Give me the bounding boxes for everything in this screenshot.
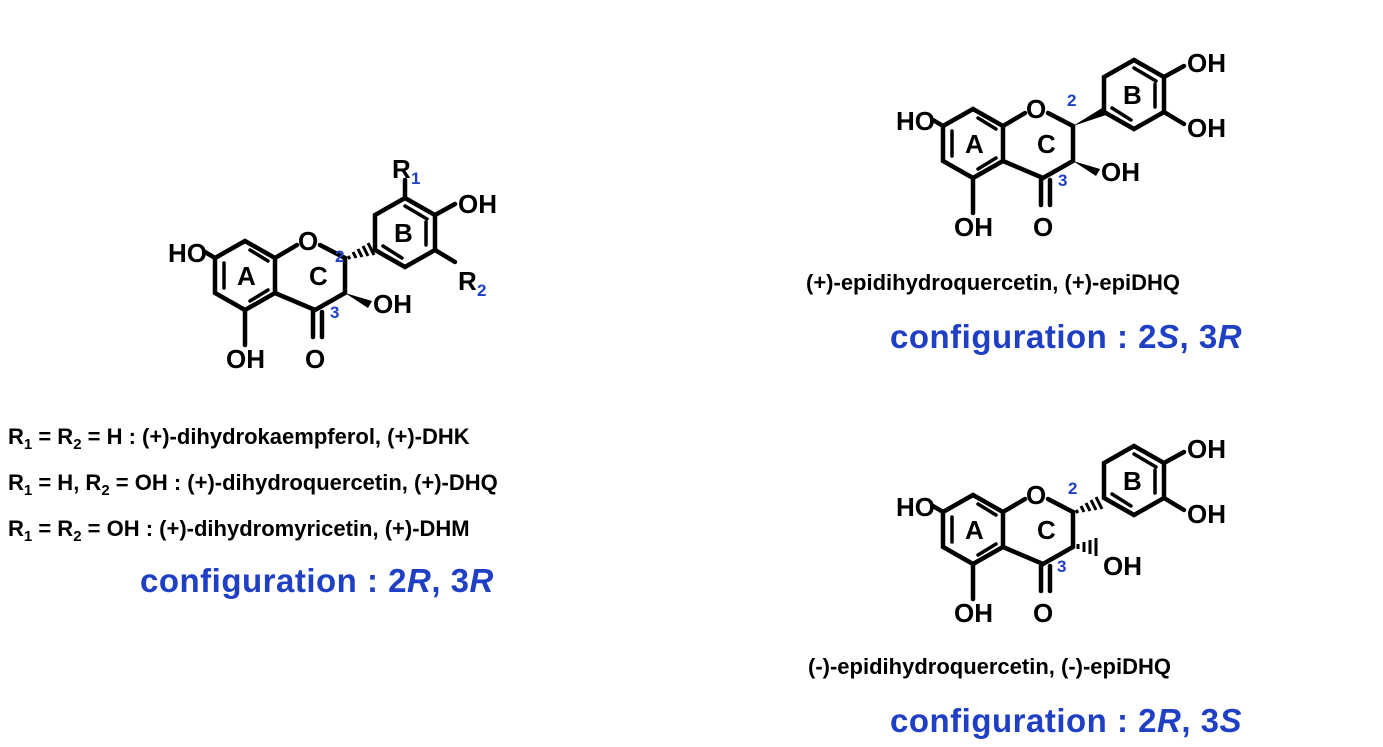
left-r1-subscript: 1 [411,169,420,188]
left-r2-label: R [458,266,477,296]
tr-substituents [930,117,1053,216]
br-c2-hashed-bond [1074,496,1104,514]
left-ring-b [372,177,458,270]
left-c2-hashed-bond [346,242,376,260]
br-ring-c [1000,496,1076,567]
tr-c3-wedge-bond [1073,161,1100,176]
br-oh-3-label: OH [1103,551,1142,581]
left-ring-c-label: C [309,261,328,291]
top-right-compound-name: (+)-epidihydroquercetin, (+)-epiDHQ [806,270,1181,295]
br-ring-a-label: A [965,515,984,545]
left-substituents [202,249,325,348]
br-ring-o-label: O [1026,480,1046,510]
tr-oh-5-label: OH [954,212,993,242]
definition-line-dhq: R1 = H, R2 = OH : (+)-dihydroquercetin, … [8,470,498,499]
br-c3-number: 3 [1057,557,1066,576]
left-r1-label: R [392,154,411,184]
left-c3-number: 3 [330,303,339,322]
left-oh-4p-label: OH [458,189,497,219]
left-ring-a-label: A [237,261,256,291]
bottom-right-molecule: HO O OH O OH OH OH A C B 2 3 [896,434,1226,628]
left-ring-b-label: B [394,218,413,248]
br-c2-number: 2 [1068,479,1077,498]
left-configuration: configuration : 2R, 3R [140,562,494,599]
tr-ho-label: HO [896,106,935,136]
left-ring-o-label: O [298,226,318,256]
left-oh-5-label: OH [226,344,265,374]
left-ring-c [272,242,348,313]
tr-c2-wedge-bond [1073,108,1106,126]
definition-line-dhk: R1 = R2 = H : (+)-dihydrokaempferol, (+)… [8,424,470,453]
br-oh-5-label: OH [954,598,993,628]
tr-ring-a-label: A [965,129,984,159]
br-oh-4p-label: OH [1187,434,1226,464]
br-ho-label: HO [896,492,935,522]
left-c3-wedge-bond [345,293,372,308]
tr-oh-4p-label: OH [1187,48,1226,78]
top-right-configuration: configuration : 2S, 3R [890,318,1243,355]
br-ring-c-label: C [1037,515,1056,545]
tr-ring-c [1000,110,1076,181]
br-ring-b [1101,443,1187,518]
br-ketone-o-label: O [1033,598,1053,628]
tr-oh-3-label: OH [1101,157,1140,187]
br-c3-hashed-bond [1076,538,1098,556]
left-ketone-o-label: O [305,344,325,374]
left-c2-number: 2 [335,247,344,266]
left-r2-subscript: 2 [477,281,486,300]
tr-ring-c-label: C [1037,129,1056,159]
tr-c2-number: 2 [1067,91,1076,110]
tr-ring-o-label: O [1026,94,1046,124]
br-oh-3p-label: OH [1187,499,1226,529]
tr-ketone-o-label: O [1033,212,1053,242]
definition-line-dhm: R1 = R2 = OH : (+)-dihydromyricetin, (+)… [8,516,470,545]
tr-c3-number: 3 [1058,171,1067,190]
top-right-molecule: HO O OH O OH OH OH A C B 2 3 [896,48,1226,242]
br-substituents [930,503,1053,602]
br-ring-b-label: B [1123,466,1142,496]
left-oh-3-label: OH [373,289,412,319]
tr-ring-b [1101,57,1187,132]
bottom-right-compound-name: (-)-epidihydroquercetin, (-)-epiDHQ [808,654,1171,679]
left-molecule: HO O OH O OH OH R 1 R 2 A C B 2 3 [168,154,497,374]
tr-ring-b-label: B [1123,80,1142,110]
bottom-right-configuration: configuration : 2R, 3S [890,702,1243,739]
left-ho-label: HO [168,238,207,268]
tr-oh-3p-label: OH [1187,113,1226,143]
